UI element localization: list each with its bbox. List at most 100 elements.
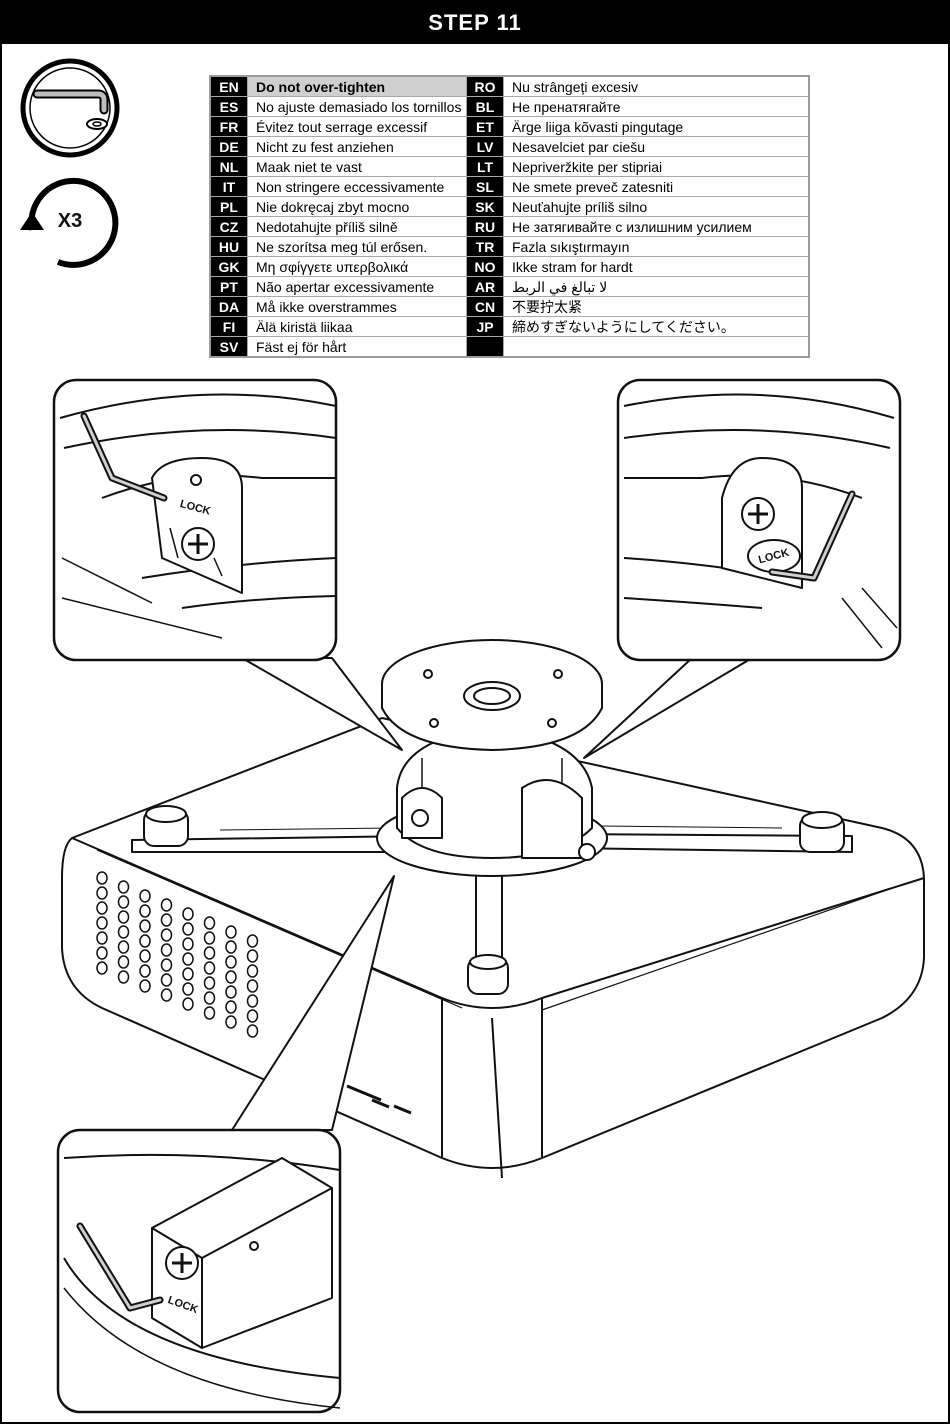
language-code: ES	[209, 96, 248, 117]
vent-hole	[203, 931, 216, 945]
language-code: TR	[466, 236, 504, 257]
language-text: Fäst ej för hårt	[247, 336, 467, 358]
vent-hole	[117, 970, 130, 984]
vent-hole	[203, 1006, 216, 1020]
language-code: SK	[466, 196, 504, 217]
language-code: SL	[466, 176, 504, 197]
language-text: Nicht zu fest anziehen	[247, 136, 467, 157]
language-text: Ne szorítsa meg túl erősen.	[247, 236, 467, 257]
vent-hole	[139, 889, 151, 903]
language-text: Nedotahujte příliš silně	[247, 216, 467, 237]
callout-pointers	[231, 657, 753, 1131]
vent-hole	[225, 925, 237, 939]
vent-hole	[117, 880, 130, 894]
vent-hole	[139, 919, 151, 933]
vent-hole	[96, 886, 108, 900]
vent-hole	[160, 973, 173, 987]
detail-panel-bottom-left: LOCK	[56, 1128, 342, 1414]
language-text: Ikke stram for hardt	[503, 256, 810, 277]
language-code: CN	[466, 296, 504, 317]
language-code: BL	[466, 96, 504, 117]
language-code: DA	[209, 296, 248, 317]
language-code: AR	[466, 276, 504, 297]
language-code: JP	[466, 316, 504, 337]
language-text: Älä kiristä liikaa	[247, 316, 467, 337]
vent-hole	[225, 940, 237, 954]
language-code: LT	[466, 156, 504, 177]
vent-hole	[117, 895, 130, 909]
vent-hole	[139, 979, 151, 993]
vent-hole	[160, 988, 173, 1002]
language-code: ET	[466, 116, 504, 137]
vent-hole	[160, 928, 173, 942]
vent-hole	[96, 916, 108, 930]
vent-hole	[96, 901, 108, 915]
vent-hole	[117, 910, 130, 924]
vent-hole	[246, 934, 259, 948]
language-text: Não apertar excessivamente	[247, 276, 467, 297]
language-text: لا تبالغ في الربط	[503, 276, 810, 297]
vent-hole	[117, 955, 130, 969]
language-code: DE	[209, 136, 248, 157]
vent-hole	[246, 1009, 259, 1023]
language-code	[466, 336, 504, 358]
language-code: LV	[466, 136, 504, 157]
vent-hole	[246, 994, 259, 1008]
language-text: 締めすぎないようにしてください。	[503, 316, 810, 337]
vent-hole	[246, 1024, 259, 1038]
vent-hole	[203, 976, 216, 990]
center-mount	[376, 639, 608, 877]
language-code: SV	[209, 336, 248, 358]
vent-hole	[182, 907, 194, 921]
language-text: Évitez tout serrage excessif	[247, 116, 467, 137]
language-code: PT	[209, 276, 248, 297]
vent-hole	[182, 937, 194, 951]
vent-hole	[139, 934, 151, 948]
language-text: Nu strângeți excesiv	[503, 75, 810, 97]
vent-hole	[160, 943, 173, 957]
vent-hole	[225, 1000, 237, 1014]
vent-hole	[225, 970, 237, 984]
vent-hole	[117, 940, 130, 954]
language-code: HU	[209, 236, 248, 257]
vent-hole	[182, 967, 194, 981]
vent-hole	[117, 925, 130, 939]
language-text: No ajuste demasiado los tornillos	[247, 96, 467, 117]
vent-hole	[246, 964, 259, 978]
language-text: Μη σφίγγετε υπερβολικά	[247, 256, 467, 277]
rotation-arrow-icon	[18, 172, 124, 272]
language-text: Nepriveržkite per stipriai	[503, 156, 810, 177]
language-text: Non stringere eccessivamente	[247, 176, 467, 197]
vent-hole	[160, 913, 173, 927]
language-text: Maak niet te vast	[247, 156, 467, 177]
step-header: STEP 11	[2, 2, 948, 44]
vent-hole	[203, 916, 216, 930]
adjustment-knobs	[143, 805, 845, 995]
language-code: FR	[209, 116, 248, 137]
vent-hole	[160, 898, 173, 912]
vent-hole	[182, 922, 194, 936]
detail-panel-top-right: LOCK	[616, 378, 902, 662]
vent-hole	[225, 1015, 237, 1029]
vent-hole	[160, 958, 173, 972]
projector-mount-illustration: LOCK LOCK	[2, 358, 948, 1422]
language-code: RO	[466, 75, 504, 97]
language-text: Ärge liiga kõvasti pingutage	[503, 116, 810, 137]
hex-key-icon	[20, 58, 120, 158]
vent-hole	[96, 961, 108, 975]
language-code: CZ	[209, 216, 248, 237]
vent-hole	[246, 949, 259, 963]
language-code: GK	[209, 256, 248, 277]
detail-panel-top-left: LOCK	[52, 378, 338, 662]
vent-hole	[182, 982, 194, 996]
language-text: Не затягивайте с излишним усилием	[503, 216, 810, 237]
step-title: STEP 11	[428, 10, 522, 35]
